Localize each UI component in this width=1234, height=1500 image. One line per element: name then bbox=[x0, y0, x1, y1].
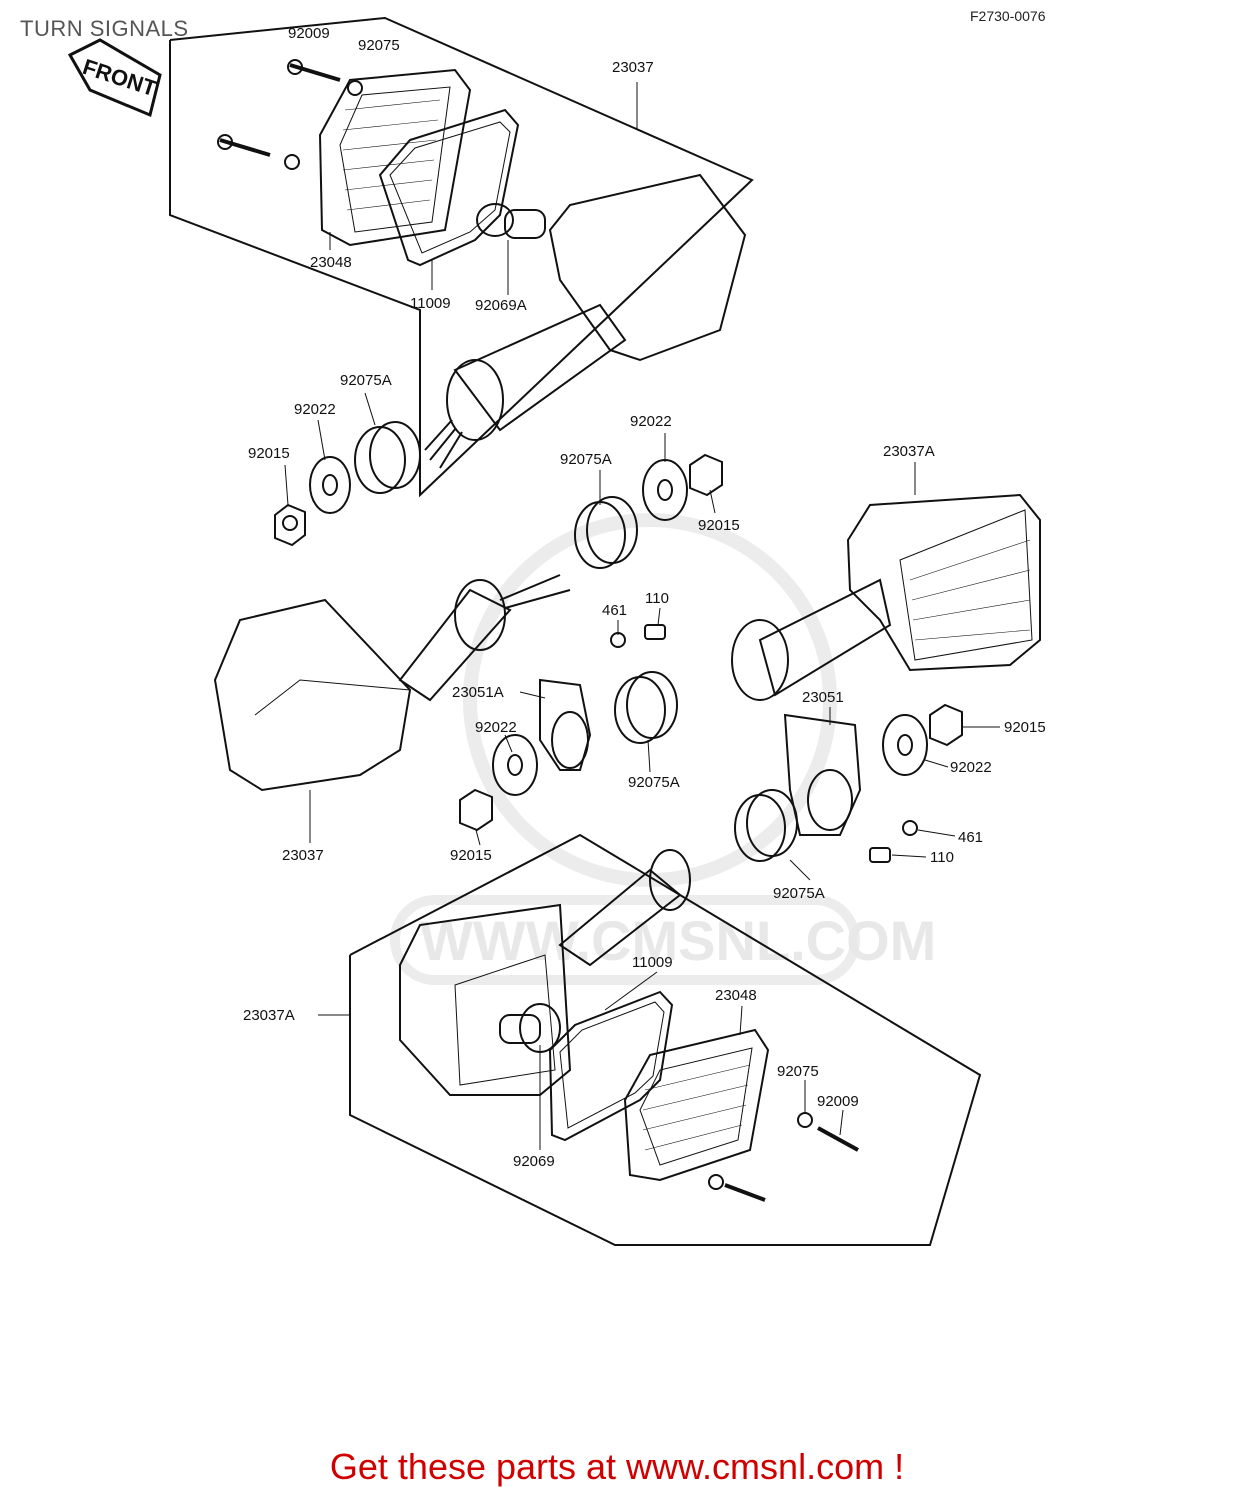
callout-23051: 23051 bbox=[802, 689, 844, 706]
callout-92009-bottom: 92009 bbox=[817, 1093, 859, 1110]
callout-11009-bottom: 11009 bbox=[632, 954, 673, 971]
top-gasket-11009 bbox=[378, 108, 520, 267]
center-nut-92015-lower bbox=[459, 788, 493, 832]
callout-92075A-center-lower: 92075A bbox=[628, 774, 680, 791]
callout-92075A-top-left: 92075A bbox=[340, 372, 392, 389]
callout-23037A-bottom: 23037A bbox=[243, 1007, 295, 1024]
bottom-lens-23048 bbox=[623, 1028, 770, 1182]
callout-11009-top: 11009 bbox=[410, 295, 451, 312]
bottom-housing-23037A bbox=[399, 849, 691, 1096]
callout-92075-bottom: 92075 bbox=[777, 1063, 819, 1080]
center-grommet-92075A-lower bbox=[614, 671, 678, 744]
callout-110-right: 110 bbox=[930, 849, 954, 866]
bottom-gasket-11009 bbox=[548, 990, 674, 1142]
top-washer-92022 bbox=[309, 456, 351, 514]
page-title: TURN SIGNALS bbox=[20, 16, 189, 41]
left-housing-23037 bbox=[213, 574, 571, 792]
callout-92022-center: 92022 bbox=[630, 413, 672, 430]
callout-92022-right: 92022 bbox=[950, 759, 992, 776]
right-washer-92022 bbox=[882, 714, 928, 776]
callout-92015-center-lower: 92015 bbox=[450, 847, 492, 864]
top-grommet-92075A bbox=[354, 421, 421, 494]
callout-92075A-right: 92075A bbox=[773, 885, 825, 902]
right-nut-92015 bbox=[929, 703, 963, 747]
center-washer-92022-upper bbox=[642, 459, 688, 521]
bracket-23051A bbox=[539, 678, 592, 771]
top-housing-23037 bbox=[424, 173, 747, 469]
front-arrow-label: FRONT bbox=[80, 54, 160, 101]
callout-110-center: 110 bbox=[645, 590, 669, 607]
callout-92015-center: 92015 bbox=[698, 517, 740, 534]
center-nut-92015-upper bbox=[689, 453, 723, 497]
footer-link-text[interactable]: Get these parts at www.cmsnl.com ! bbox=[329, 1446, 905, 1487]
callout-23037-top: 23037 bbox=[612, 59, 654, 76]
right-housing-23037A bbox=[731, 493, 1041, 701]
top-nut-92015 bbox=[274, 503, 306, 547]
callout-23048-bottom: 23048 bbox=[715, 987, 757, 1004]
top-screws bbox=[217, 59, 363, 170]
callout-92015-top-left: 92015 bbox=[248, 445, 290, 462]
bracket-23051 bbox=[783, 713, 862, 836]
top-group-outline bbox=[170, 20, 752, 310]
diagram-code: F2730-0076 bbox=[970, 8, 1046, 24]
callout-23037-left: 23037 bbox=[282, 847, 324, 864]
callout-leaders bbox=[284, 82, 1000, 1150]
callout-23037A-right: 23037A bbox=[883, 443, 935, 460]
top-group-boundary bbox=[169, 16, 754, 498]
callout-92022-center-lower: 92022 bbox=[475, 719, 517, 736]
callout-461-right: 461 bbox=[958, 829, 983, 846]
callout-92069A: 92069A bbox=[475, 297, 527, 314]
callout-92015-right: 92015 bbox=[1004, 719, 1046, 736]
watermark-text: WWW.CMSNL.COM bbox=[420, 909, 936, 972]
callout-23051A: 23051A bbox=[452, 684, 504, 701]
center-washer-92022-lower bbox=[492, 734, 538, 796]
watermark: WWW.CMSNL.COM bbox=[390, 513, 936, 985]
right-bolt-110-and-nut-461 bbox=[869, 820, 918, 863]
center-bolt-110-and-nut-461 bbox=[610, 624, 666, 648]
callout-92075-top: 92075 bbox=[358, 37, 400, 54]
bottom-screws bbox=[708, 1112, 859, 1202]
top-bulb-92069A bbox=[476, 203, 546, 239]
callout-461-center: 461 bbox=[602, 602, 627, 619]
callout-92022-top-left: 92022 bbox=[294, 401, 336, 418]
front-arrow-icon: FRONT bbox=[67, 38, 162, 118]
bottom-group-boundary bbox=[349, 833, 982, 1246]
callout-92075A-center: 92075A bbox=[560, 451, 612, 468]
callout-92069: 92069 bbox=[513, 1153, 555, 1170]
callout-92009-top: 92009 bbox=[288, 25, 330, 42]
right-grommet-92075A bbox=[734, 789, 798, 862]
callout-23048-top: 23048 bbox=[310, 254, 352, 271]
